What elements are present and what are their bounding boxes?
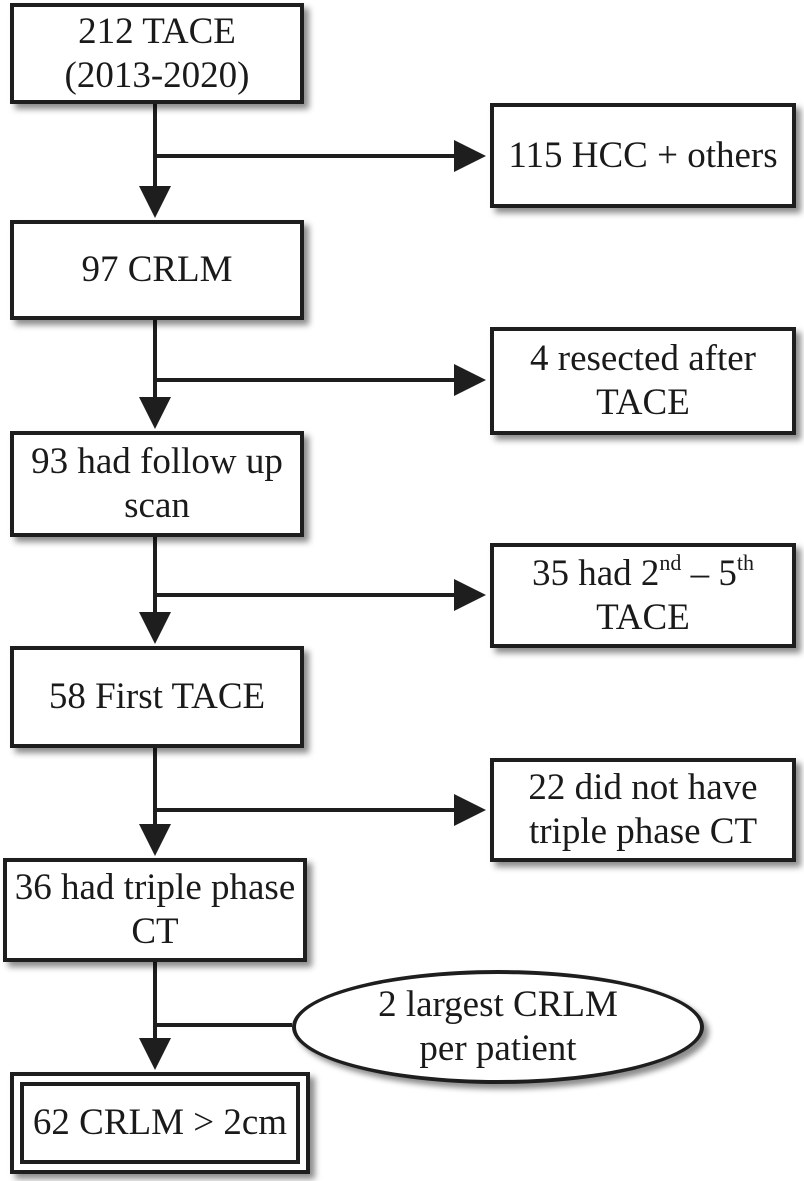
box-35-repeat-tace-line2: TACE	[596, 596, 690, 638]
box-36-triple-phase: 36 had triple phase CT	[3, 858, 307, 962]
ellipse-2-largest: 2 largest CRLM per patient	[292, 970, 704, 1084]
box-93-followup-line1: 93 had follow up	[31, 441, 283, 482]
repeat-mid: – 5	[681, 552, 737, 594]
box-97-crlm: 97 CRLM	[10, 220, 304, 320]
box-93-followup: 93 had follow up scan	[10, 431, 304, 537]
box-58-first-tace: 58 First TACE	[10, 646, 304, 748]
box-4-resected-line1: 4 resected after	[530, 338, 756, 379]
box-36-triple-phase-line2: CT	[131, 911, 179, 952]
box-115-hcc-line1: 115 HCC + others	[508, 134, 778, 176]
box-62-final: 62 CRLM > 2cm	[10, 1072, 310, 1174]
box-35-repeat-tace: 35 had 2nd – 5th TACE	[490, 543, 796, 648]
box-58-first-tace-line1: 58 First TACE	[48, 676, 266, 717]
box-35-repeat-tace-line1: 35 had 2nd – 5th	[531, 549, 755, 596]
box-212-tace-line1: 212 TACE	[78, 10, 236, 52]
repeat-sup-nd: nd	[659, 549, 682, 575]
box-22-no-triple-line1: 22 did not have	[528, 767, 758, 808]
box-62-final-inner: 62 CRLM > 2cm	[20, 1082, 300, 1164]
box-62-final-line1: 62 CRLM > 2cm	[32, 1102, 288, 1143]
box-97-crlm-line1: 97 CRLM	[81, 249, 233, 290]
box-4-resected: 4 resected after TACE	[490, 327, 796, 435]
ellipse-2-largest-line2: per patient	[419, 1028, 577, 1069]
repeat-prefix: 35 had 2	[531, 552, 660, 594]
box-4-resected-line2: TACE	[596, 382, 690, 423]
repeat-sup-th: th	[736, 549, 755, 575]
box-22-no-triple-line2: triple phase CT	[528, 811, 758, 852]
box-22-no-triple: 22 did not have triple phase CT	[490, 758, 796, 862]
box-212-tace: 212 TACE (2013-2020)	[10, 3, 304, 104]
box-36-triple-phase-line1: 36 had triple phase	[14, 867, 296, 908]
box-93-followup-line2: scan	[124, 485, 190, 526]
ellipse-2-largest-line1: 2 largest CRLM	[378, 984, 618, 1025]
box-115-hcc: 115 HCC + others	[490, 103, 796, 208]
box-212-tace-line2: (2013-2020)	[64, 54, 250, 96]
